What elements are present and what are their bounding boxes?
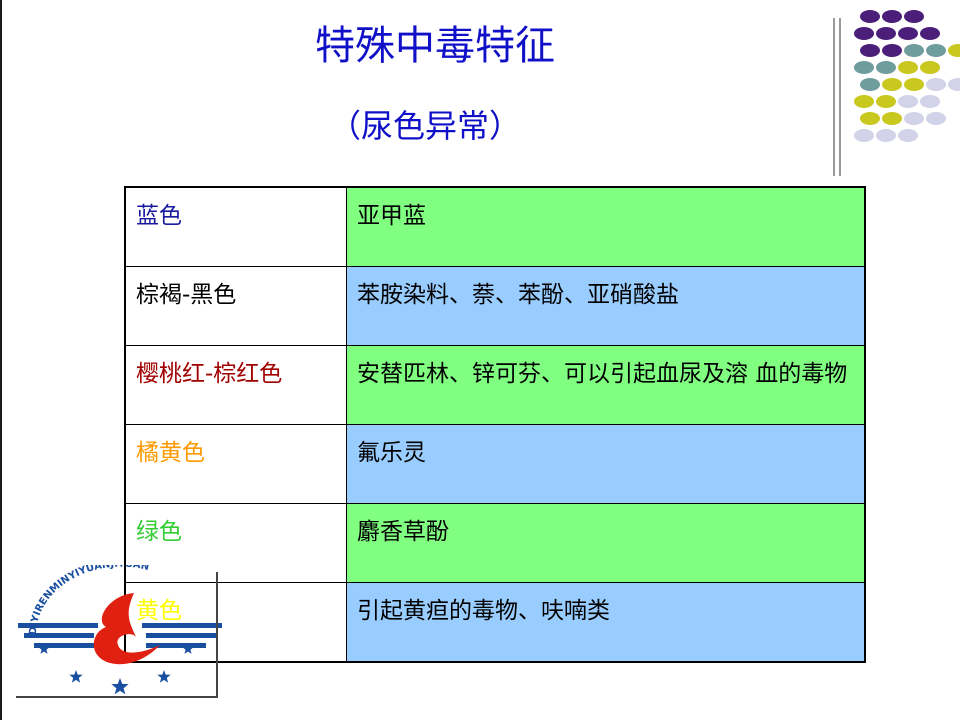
logo-frame-right [216,572,218,696]
poison-description: 麝香草酚 [346,502,866,583]
urine-color-name: 樱桃红-棕红色 [124,345,347,425]
logo-star [38,643,50,654]
decor-dot [920,27,940,40]
poison-description: 引起黄疸的毒物、呋喃类 [346,581,866,663]
decor-dot [860,112,880,125]
decor-dot [876,27,896,40]
decor-dot [876,61,896,74]
table-row: 橘黄色氟乐灵 [124,423,866,504]
decor-dot [898,129,918,142]
decor-dot [854,61,874,74]
poison-description: 亚甲蓝 [346,186,866,268]
table-row: 黄色引起黄疸的毒物、呋喃类 [124,581,866,663]
slide-subtitle: （尿色异常） [328,107,521,145]
decor-dot [898,61,918,74]
urine-color-name: 绿色 [124,502,347,583]
logo-stars [38,643,194,695]
decor-dot [920,95,940,108]
decor-vertical-line [833,18,835,176]
decor-dot [860,10,880,23]
hospital-group-logo: DIYIRENMINYIYUANJITUAN [18,565,222,695]
decor-dot [948,44,960,57]
poison-description: 安替匹林、锌可芬、可以引起血尿及溶 血的毒物 [346,345,866,425]
decor-dot-grid [850,10,960,160]
logo-star [69,670,83,683]
decor-dot [882,10,902,23]
decor-dot [926,78,946,91]
logo-frame-bottom [16,696,218,698]
decor-dot [904,44,924,57]
decor-dot [854,27,874,40]
urine-color-table: 蓝色亚甲蓝棕褐-黑色苯胺染料、萘、苯酚、亚硝酸盐樱桃红-棕红色安替匹林、锌可芬、… [124,186,866,663]
table-row: 绿色麝香草酚 [124,502,866,583]
decor-dot [904,10,924,23]
decor-dot [882,44,902,57]
decor-dot [854,95,874,108]
table-row: 棕褐-黑色苯胺染料、萘、苯酚、亚硝酸盐 [124,266,866,347]
decor-dot [926,112,946,125]
decor-dot [926,44,946,57]
decor-dot [948,78,960,91]
left-edge-rule [0,0,2,720]
decor-dot [898,27,918,40]
logo-red-swoosh [93,593,160,665]
logo-star [111,678,129,695]
decor-dot [904,78,924,91]
decor-dot [882,78,902,91]
logo-wing-stripes [18,623,222,648]
urine-color-name: 黄色 [124,581,347,663]
decor-vertical-line [839,18,841,176]
poison-description: 苯胺染料、萘、苯酚、亚硝酸盐 [346,266,866,347]
decor-dot [904,112,924,125]
urine-color-name: 棕褐-黑色 [124,266,347,347]
decor-dot [898,95,918,108]
decor-dot [876,129,896,142]
decor-dot [882,112,902,125]
decor-dot [920,61,940,74]
table-row: 樱桃红-棕红色安替匹林、锌可芬、可以引起血尿及溶 血的毒物 [124,345,866,425]
decor-dot [860,78,880,91]
slide-title: 特殊中毒特征 [315,23,555,69]
decor-dot [854,129,874,142]
table-row: 蓝色亚甲蓝 [124,186,866,268]
decor-dot [860,44,880,57]
poison-description: 氟乐灵 [346,423,866,504]
logo-star [182,643,194,654]
urine-color-name: 橘黄色 [124,423,347,504]
decor-dot [876,95,896,108]
urine-color-name: 蓝色 [124,186,347,268]
logo-star [157,670,171,683]
